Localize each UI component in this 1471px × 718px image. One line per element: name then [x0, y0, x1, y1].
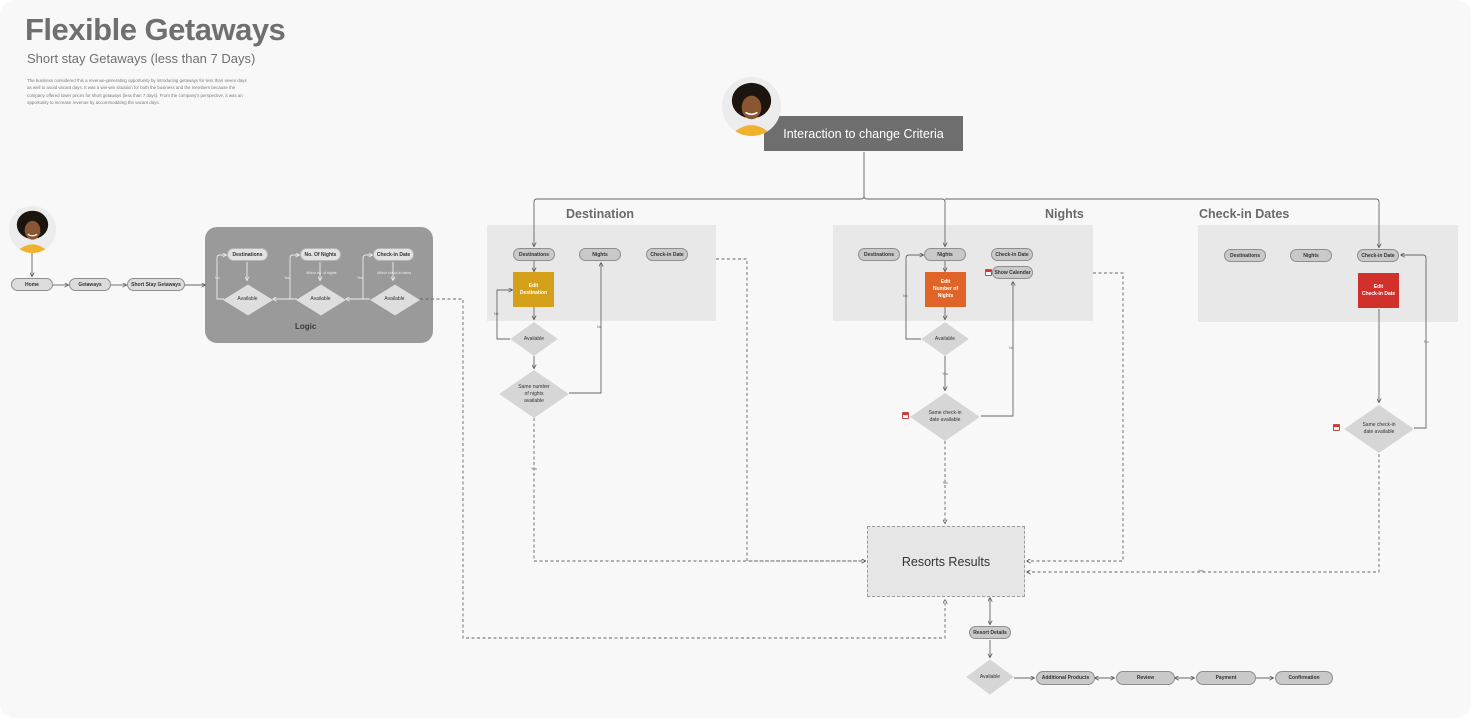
- additional-products-node[interactable]: Additional Products: [1036, 671, 1095, 685]
- logic-destinations-node: Destinations: [227, 248, 268, 261]
- logic-yes-label-2: Yes: [357, 276, 363, 280]
- destination-tab-destinations[interactable]: Destinations: [513, 248, 555, 261]
- logic-nights-node: No. Of Nights: [300, 248, 341, 261]
- destination-no-label-1: No: [494, 312, 499, 316]
- nights-no-label-1: No: [903, 294, 908, 298]
- person-icon: [722, 77, 781, 136]
- page-description: The business considered this a revenue-g…: [27, 78, 247, 105]
- person-icon: [9, 206, 56, 253]
- checkin-section-title: Check-in Dates: [1199, 207, 1290, 221]
- logic-label: Logic: [295, 322, 317, 331]
- checkin-tab-checkin[interactable]: Check-in Date: [1357, 249, 1399, 262]
- checkin-panel: [1198, 225, 1458, 322]
- short-stay-getaways-node[interactable]: Short Stay Getaways: [127, 278, 185, 291]
- resorts-results-box[interactable]: Resorts Results: [867, 526, 1025, 597]
- logic-available-decision-3: Available: [369, 283, 420, 316]
- destination-section-title: Destination: [566, 207, 635, 221]
- logic-checkin-note: Which check-in dates: [377, 271, 412, 275]
- edit-nights-box[interactable]: Edit Number of Nights: [925, 272, 966, 307]
- resorts-results-label: Resorts Results: [901, 554, 991, 569]
- show-calendar-button[interactable]: Show Calendar: [992, 266, 1033, 279]
- checkin-yes-label: Yes: [1198, 569, 1204, 573]
- destination-tab-nights[interactable]: Nights: [579, 248, 621, 261]
- destination-yes-label: Yes: [531, 467, 537, 471]
- page-title: Flexible Getaways: [25, 12, 286, 47]
- user-avatar-entry: [9, 206, 56, 253]
- calendar-icon: [902, 412, 909, 419]
- nights-tab-destinations[interactable]: Destinations: [858, 248, 900, 261]
- getaways-node[interactable]: Getaways: [69, 278, 111, 291]
- logic-yes-label-1: Yes: [284, 276, 290, 280]
- home-node[interactable]: Home: [11, 278, 53, 291]
- nights-section-title: Nights: [1045, 207, 1084, 221]
- user-avatar-criteria: [722, 77, 781, 136]
- nights-tab-checkin[interactable]: Check-in Date: [991, 248, 1033, 261]
- same-nights-decision: Same number of nights available: [498, 369, 570, 419]
- nights-same-checkin-decision: Same check-in date available: [909, 391, 981, 442]
- calendar-icon: [1333, 424, 1340, 431]
- payment-node[interactable]: Payment: [1196, 671, 1256, 685]
- logic-available-decision-2: Available: [295, 283, 346, 316]
- criteria-bar: Interaction to change Criteria: [764, 116, 963, 151]
- page-subtitle: Short stay Getaways (less than 7 Days): [27, 51, 256, 66]
- checkin-tab-nights[interactable]: Nights: [1290, 249, 1332, 262]
- checkin-no-label: No: [1424, 340, 1429, 344]
- confirmation-node[interactable]: Confirmation: [1275, 671, 1333, 685]
- calendar-icon: [985, 269, 992, 276]
- logic-checkin-node: Check-in Date: [373, 248, 414, 261]
- criteria-label: Interaction to change Criteria: [783, 126, 944, 141]
- logic-no-label: No: [215, 276, 220, 280]
- checkin-same-date-decision: Same check-in date available: [1343, 403, 1415, 454]
- nights-tab-nights[interactable]: Nights: [924, 248, 966, 261]
- review-node[interactable]: Review: [1116, 671, 1175, 685]
- logic-nights-note: Which no. of nights: [306, 271, 337, 275]
- destination-no-label-2: No: [597, 325, 602, 329]
- destination-tab-checkin[interactable]: Check-in Date: [646, 248, 688, 261]
- nights-yes-label: Yes: [942, 372, 948, 376]
- edit-checkin-box[interactable]: Edit Check-in Date: [1358, 273, 1399, 308]
- edit-destination-box[interactable]: Edit Destination: [513, 272, 554, 307]
- nights-no-label-3: No: [943, 481, 948, 485]
- logic-available-decision-1: Available: [222, 283, 273, 316]
- resort-details-node[interactable]: Resort Details: [969, 626, 1011, 639]
- nights-available-decision: Available: [920, 321, 970, 357]
- results-available-decision: Available: [965, 658, 1015, 696]
- nights-no-label-2: No: [1009, 346, 1014, 350]
- destination-available-decision: Available: [509, 321, 559, 357]
- checkin-tab-destinations[interactable]: Destinations: [1224, 249, 1266, 262]
